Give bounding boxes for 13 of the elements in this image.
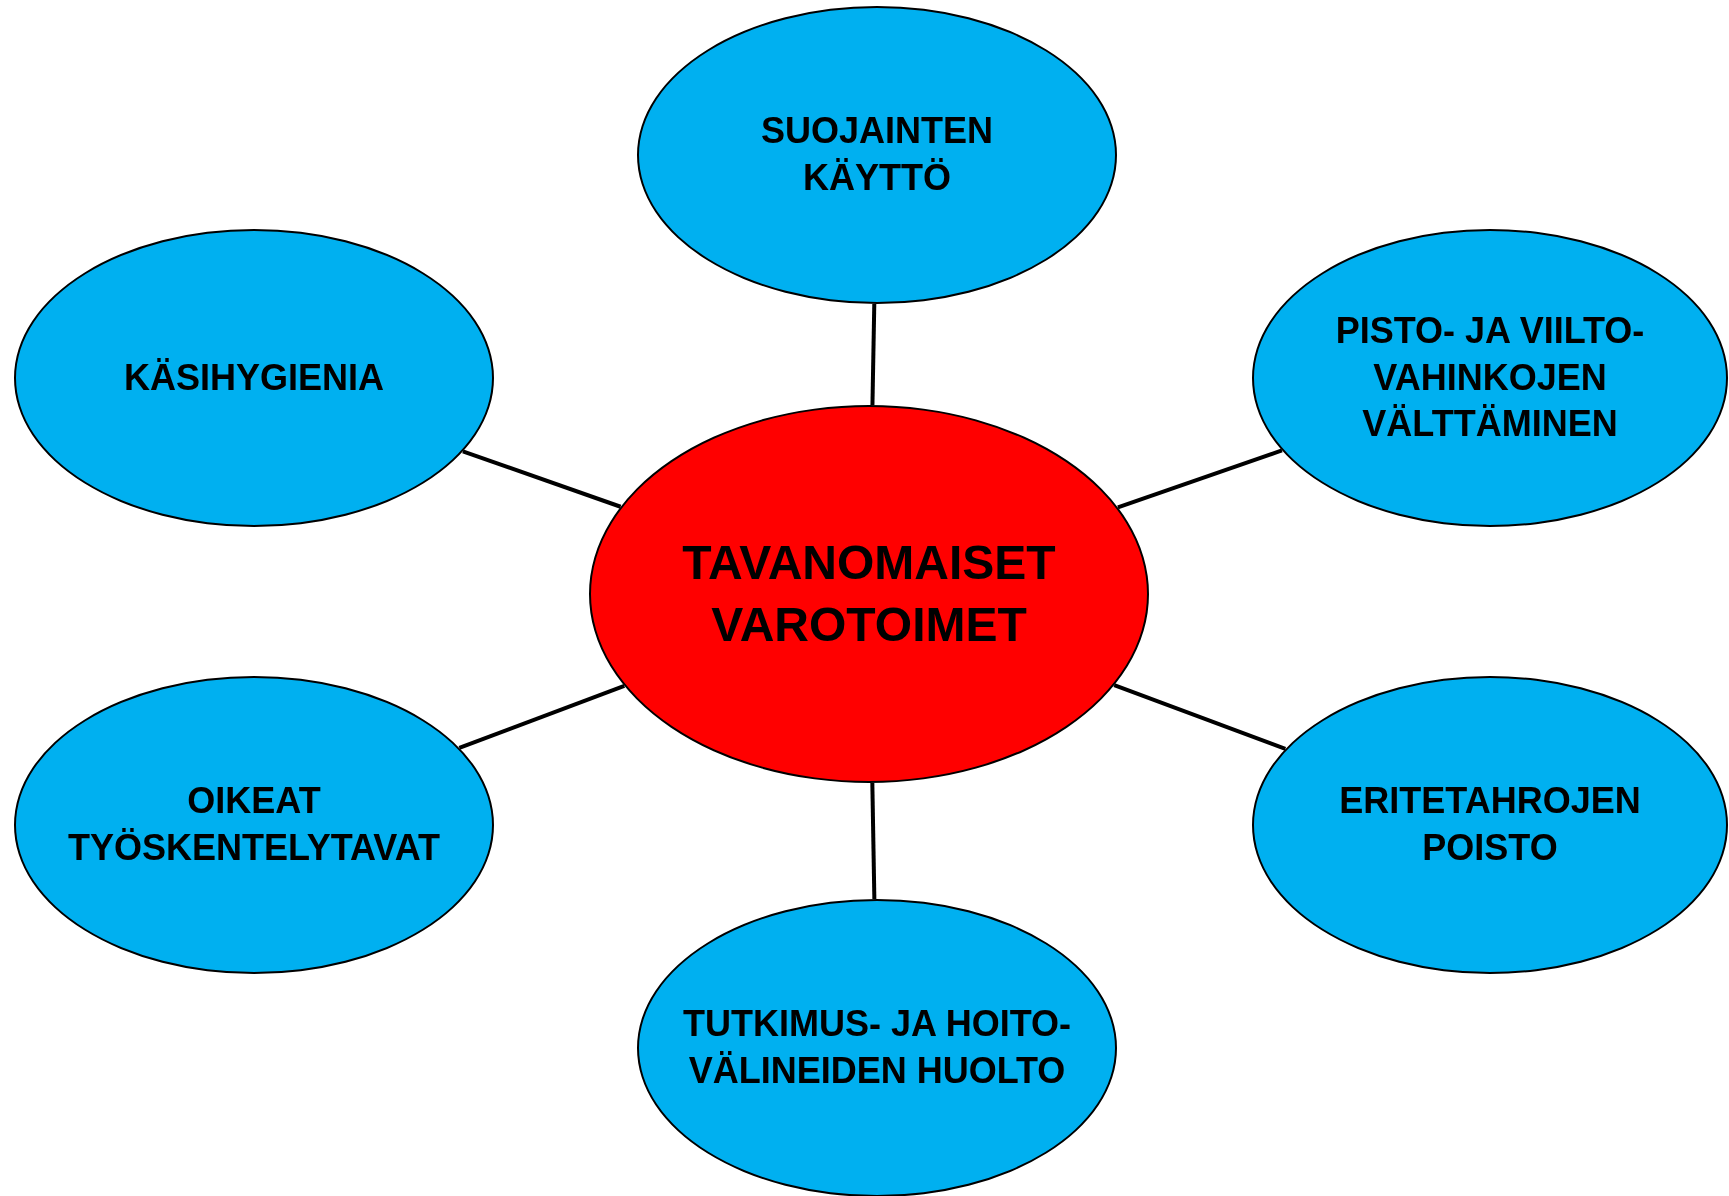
connector-line: [462, 449, 622, 509]
connector-line: [870, 782, 877, 900]
node-label: SUOJAINTEN KÄYTTÖ: [760, 109, 994, 200]
node-label: ERITETAHROJEN POISTO: [1338, 779, 1642, 870]
node-label: KÄSIHYGIENIA: [123, 355, 384, 400]
connector-line: [1117, 448, 1283, 510]
node-label: OIKEAT TYÖSKENTELYTAVAT: [67, 779, 441, 870]
connector-line: [458, 684, 626, 750]
connector-line: [870, 303, 877, 406]
connector-line: [1113, 683, 1287, 751]
node-label: TAVANOMAISET VAROTOIMET: [681, 534, 1057, 653]
node-label: TUTKIMUS- JA HOITO- VÄLINEIDEN HUOLTO: [682, 1002, 1072, 1093]
node-label: PISTO- JA VIILTO- VAHINKOJEN VÄLTTÄMINEN: [1334, 308, 1646, 447]
